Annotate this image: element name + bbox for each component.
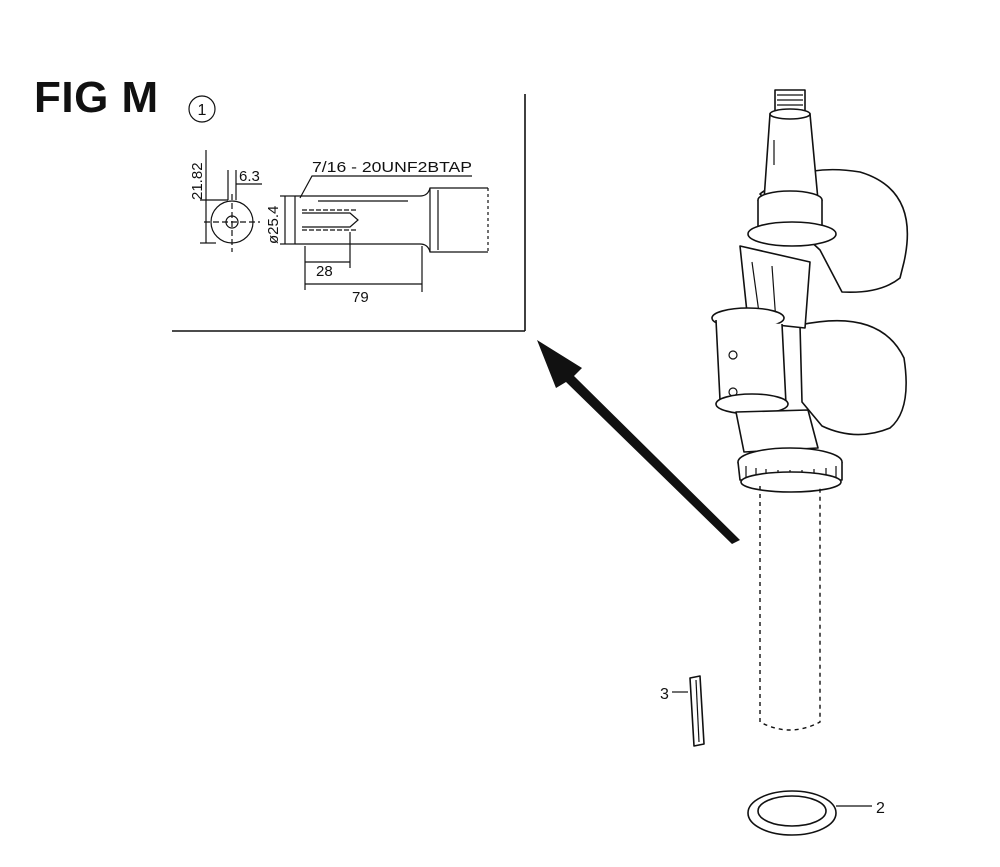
part-3-number: 3 — [660, 686, 669, 703]
callout-number-1: 1 — [198, 102, 207, 119]
dim-thread-depth-label: 28 — [316, 263, 333, 280]
thread-spec-label: 7/16 - 20UNF2BTAP — [312, 159, 472, 176]
callout-circle-1: 1 — [188, 95, 216, 123]
dim-length-label: 79 — [352, 289, 369, 306]
detail-pointer-arrow — [537, 340, 740, 544]
detail-end-view — [200, 150, 262, 252]
dim-keyway-label: 6.3 — [239, 168, 260, 185]
figure-title: FIG M — [34, 73, 159, 122]
dim-diameter-label: ø25.4 — [265, 206, 282, 244]
detail-box-frame — [172, 94, 526, 332]
part-2-washer — [747, 790, 872, 836]
dim-height-label: 21.82 — [189, 162, 206, 200]
crankshaft-drawing — [711, 89, 909, 731]
part-3-key — [672, 675, 705, 747]
detail-side-view — [280, 175, 489, 292]
part-2-number: 2 — [876, 800, 885, 817]
